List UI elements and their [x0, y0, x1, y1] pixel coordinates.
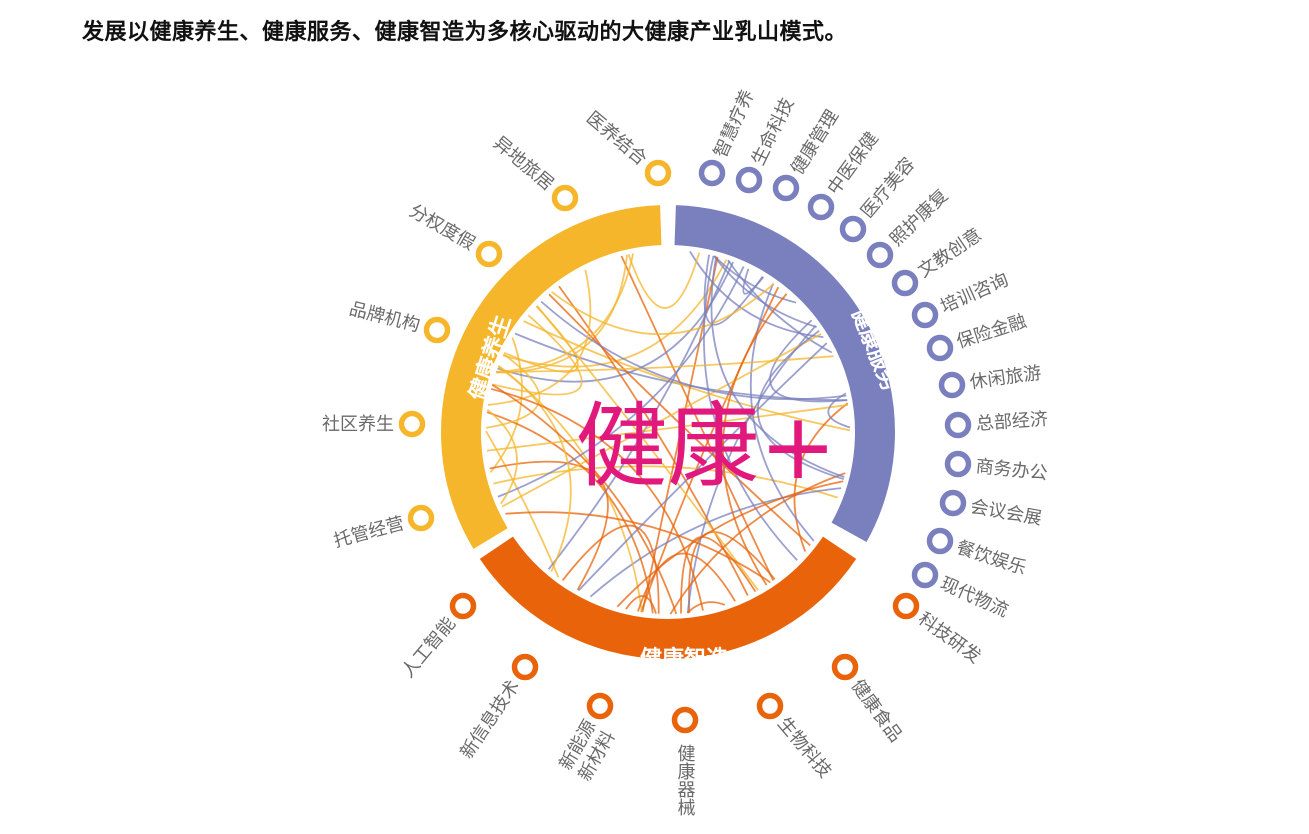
chord-link	[485, 353, 541, 429]
segment-arc-zhizao	[479, 536, 857, 659]
chord-link	[637, 552, 736, 612]
node-marker-zhizao	[449, 592, 477, 620]
chord-link	[722, 293, 788, 586]
node-marker-fuwu	[926, 527, 954, 555]
chord-link	[641, 256, 719, 613]
node-label: 科技研发	[914, 608, 985, 667]
segment-ring	[441, 205, 895, 659]
node-label: 医养结合	[582, 107, 651, 169]
chord-link	[485, 430, 560, 578]
node-marker-fuwu	[772, 174, 800, 202]
node-marker-zhizao	[831, 653, 859, 681]
node-label: 健康管理	[787, 106, 843, 178]
segment-arc-yangsheng	[441, 205, 662, 549]
chord-link	[727, 259, 833, 354]
node-marker-fuwu	[698, 159, 726, 187]
chord-link	[486, 404, 849, 452]
node-marker-fuwu	[944, 411, 972, 439]
node-marker-zhizao	[511, 653, 539, 681]
chord-link	[710, 256, 845, 478]
node-marker-fuwu	[926, 334, 954, 362]
chord-links	[485, 250, 851, 615]
node-label: 生命科技	[748, 95, 798, 169]
chord-link	[489, 460, 609, 591]
node-marker-fuwu	[944, 450, 972, 478]
chord-link	[756, 329, 845, 481]
chord-link	[491, 384, 678, 615]
chord-link	[558, 285, 749, 596]
node-marker-yangsheng	[644, 159, 672, 187]
center-label: 健康+	[575, 393, 836, 500]
chord-link	[493, 465, 839, 499]
node-marker-fuwu	[807, 193, 835, 221]
chord-link	[486, 409, 518, 505]
node-marker-yangsheng	[475, 240, 503, 268]
node-label: 休闲旅游	[968, 363, 1042, 394]
node-marker-yangsheng	[551, 184, 579, 212]
node-marker-zhizao	[756, 692, 784, 720]
chord-link	[505, 511, 771, 584]
node-marker-fuwu	[735, 166, 763, 194]
segment-arc-fuwu	[674, 205, 895, 543]
node-label: 托管经营	[331, 513, 406, 552]
node-label: 培训咨询	[937, 269, 1011, 317]
node-label: 总部经济	[975, 409, 1048, 435]
node-marker-yangsheng	[423, 316, 451, 344]
chord-link	[540, 300, 847, 401]
node-label: 智慧疗养	[710, 87, 758, 161]
chord-link	[497, 365, 572, 572]
node-marker-fuwu	[911, 301, 939, 329]
chord-link	[497, 266, 745, 498]
chord-link	[686, 601, 726, 614]
node-marker-fuwu	[891, 269, 919, 297]
node-marker-yangsheng	[398, 410, 426, 438]
chord-link	[501, 333, 822, 508]
chord-link	[827, 392, 851, 429]
node-marker-yangsheng	[407, 504, 435, 532]
chord-link	[627, 252, 701, 309]
node-marker-fuwu	[839, 215, 867, 243]
chord-link	[496, 355, 834, 373]
node-label: 保险金融	[954, 311, 1029, 353]
node-label: 人工智能	[397, 613, 459, 682]
node-label: 新信息技术	[456, 676, 524, 762]
node-label: 分权度假	[406, 200, 479, 254]
chord-link	[551, 283, 775, 336]
chord-link	[713, 255, 817, 328]
node-marker-fuwu	[939, 489, 967, 517]
chord-link	[769, 319, 848, 403]
chord-link	[703, 255, 798, 561]
node-marker-zhizao	[671, 706, 699, 734]
node-label: 品牌机构	[347, 299, 422, 337]
chord-link	[713, 255, 797, 304]
node-label: 会议会展	[969, 496, 1044, 529]
node-marker-zhizao	[586, 692, 614, 720]
chord-link	[548, 293, 811, 547]
node-label: 商务办公	[975, 456, 1049, 484]
chord-link	[616, 480, 844, 608]
chord-link	[577, 342, 828, 592]
node-label: 健康器械	[675, 744, 696, 816]
chord-link	[742, 268, 765, 295]
node-label: 健康食品	[847, 676, 906, 747]
node-marker-zhizao	[892, 592, 920, 620]
node-label: 生物科技	[773, 713, 835, 782]
page-title: 发展以健康养生、健康服务、健康智造为多核心驱动的大健康产业乳山模式。	[82, 20, 848, 45]
segment-label-zhizao: 健康智造	[640, 646, 728, 672]
node-marker-fuwu	[866, 241, 894, 269]
chord-link	[689, 250, 824, 339]
chord-link	[536, 305, 759, 591]
node-label: 照护康复	[886, 185, 952, 250]
node-label: 现代物流	[937, 573, 1011, 621]
chord-link	[486, 411, 654, 614]
chord-link	[490, 388, 704, 611]
chord-link	[620, 255, 775, 581]
node-marker-fuwu	[938, 371, 966, 399]
node-marker-fuwu	[911, 561, 939, 589]
node-label: 异地旅居	[489, 132, 558, 194]
node-label: 社区养生	[322, 414, 394, 435]
chord-link	[669, 472, 846, 615]
node-label: 文教创意	[914, 224, 985, 282]
node-label: 餐饮娱乐	[954, 537, 1029, 579]
